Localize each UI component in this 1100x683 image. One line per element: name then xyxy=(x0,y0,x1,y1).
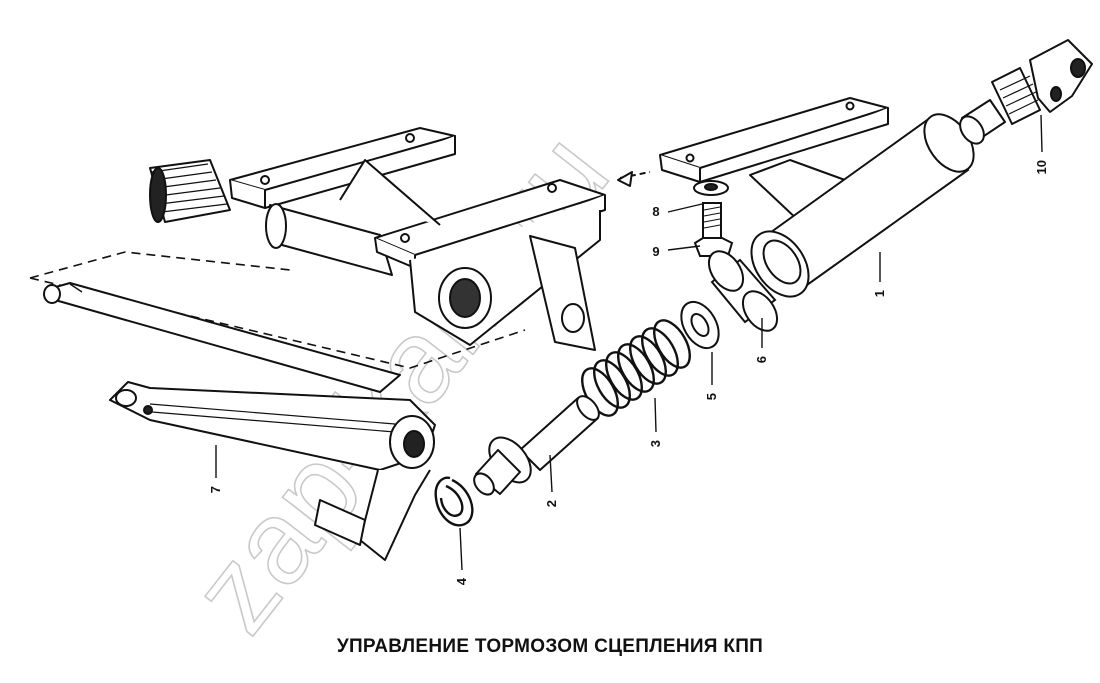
callout-6: 6 xyxy=(754,356,769,363)
callout-9: 9 xyxy=(652,244,659,259)
callouts: 1 2 3 4 5 6 7 8 9 10 xyxy=(208,160,1049,585)
shaft xyxy=(43,282,401,393)
callout-4: 4 xyxy=(454,577,469,585)
diagram-caption: УПРАВЛЕНИЕ ТОРМОЗОМ СЦЕПЛЕНИЯ КПП xyxy=(336,636,764,657)
part-bushing xyxy=(707,250,779,332)
callout-1: 1 xyxy=(872,290,887,297)
part-fork-end xyxy=(959,39,1093,145)
bracket-assembly xyxy=(149,127,606,351)
callout-8: 8 xyxy=(652,204,659,219)
part-washer xyxy=(680,300,720,350)
part-retaining-ring xyxy=(434,476,474,527)
callout-2: 2 xyxy=(544,500,559,507)
dashed-envelope xyxy=(29,251,526,369)
callout-5: 5 xyxy=(704,393,719,400)
part-pin xyxy=(473,395,600,496)
callout-3: 3 xyxy=(648,440,663,447)
part-washer-bolt xyxy=(693,180,734,257)
part-lever xyxy=(109,381,436,561)
callout-7: 7 xyxy=(208,486,223,493)
leader-lines xyxy=(215,114,1043,571)
callout-10: 10 xyxy=(1034,160,1049,174)
mounting-bar xyxy=(617,97,889,223)
